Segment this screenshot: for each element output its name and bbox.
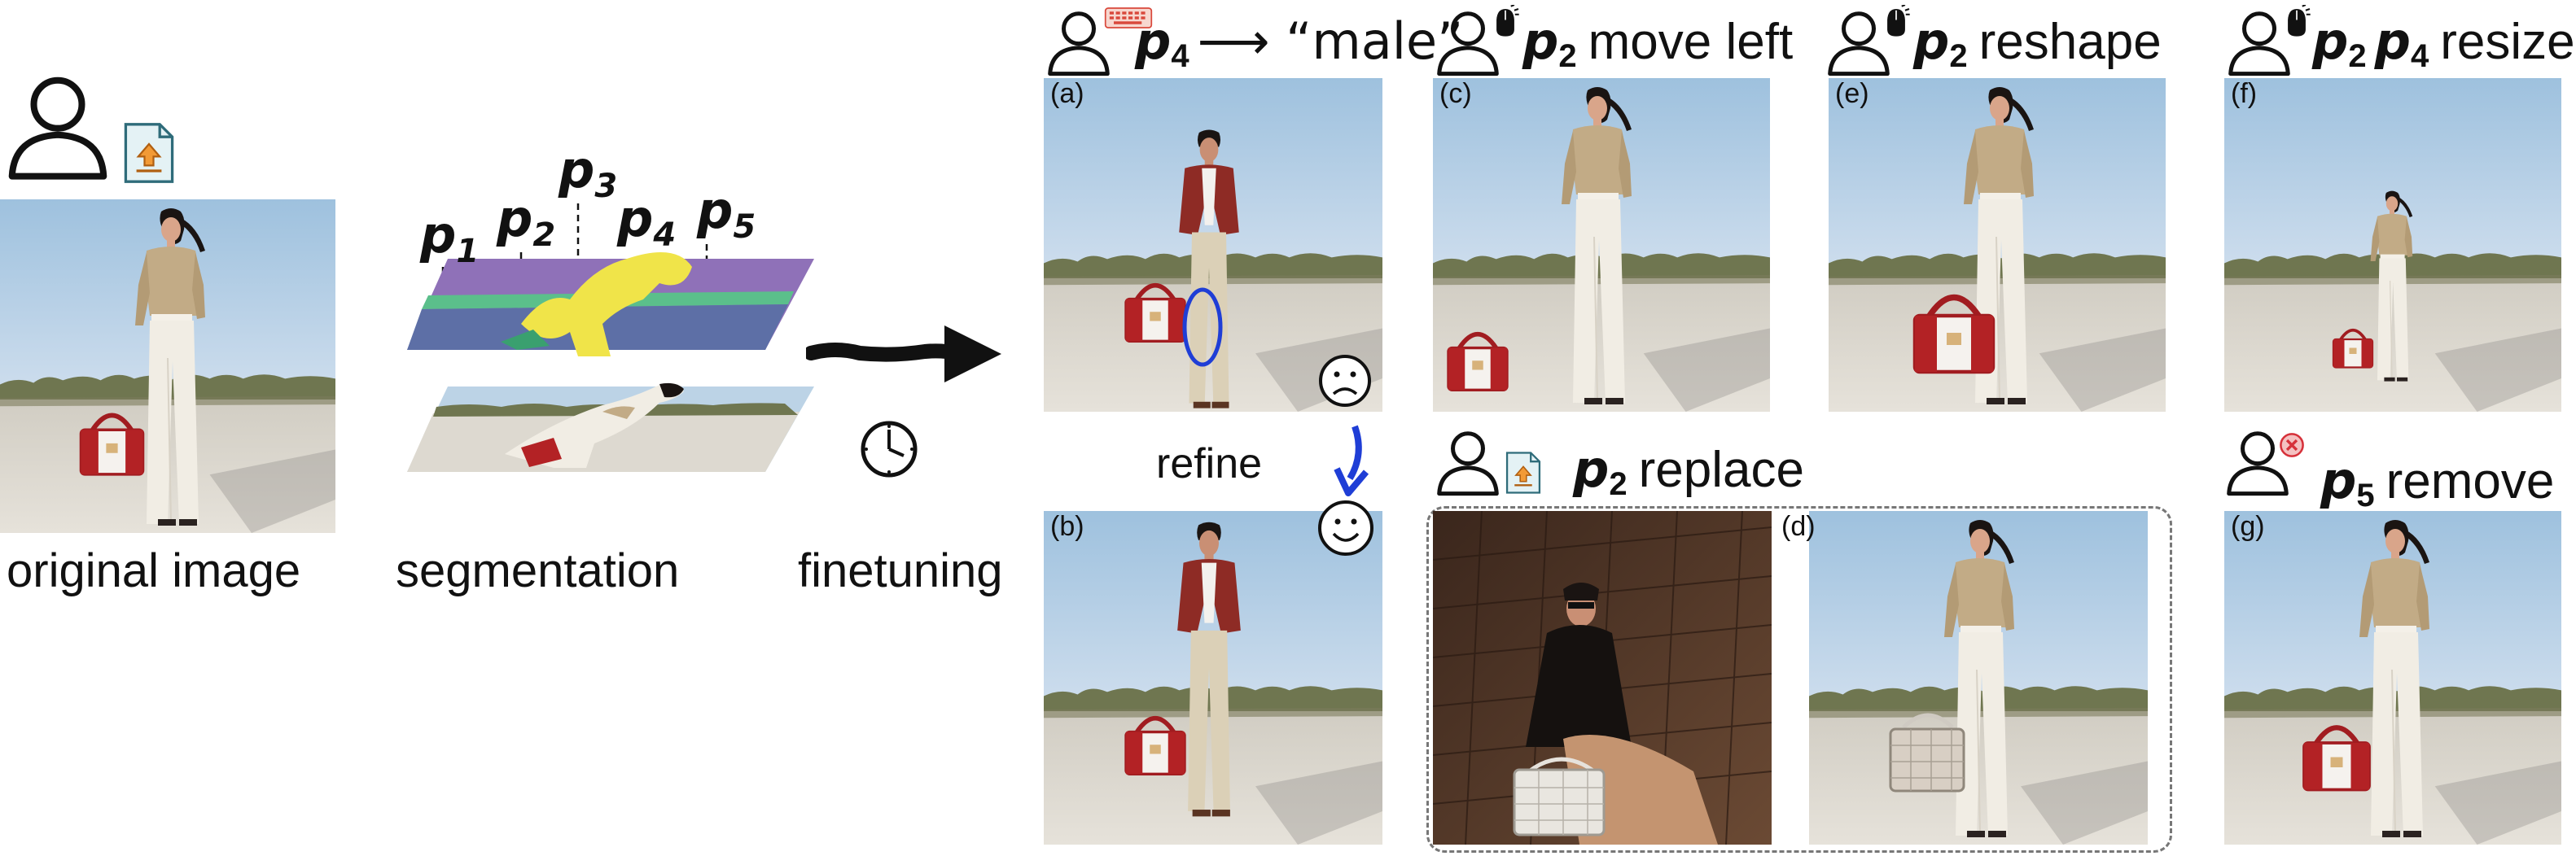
panel-a-label: (a) [1050,78,1084,109]
finetuning-arrow [806,325,1001,382]
original-image [0,199,335,533]
panel-g-image [2224,511,2561,845]
segmentation-diagram [407,203,814,472]
panel-f-image [2224,78,2561,412]
caption-finetuning: finetuning [798,544,1003,597]
clock-icon [861,421,918,478]
point-label-p2: p2 [497,189,556,254]
panel-b-label: (b) [1050,511,1084,542]
delete-icon [2278,431,2306,459]
panel-b-image [1044,511,1382,845]
reference-bag-image [1433,511,1772,845]
panel-d-image [1809,511,2148,845]
mouse-icon [2283,5,2311,39]
user-icon [3,65,112,187]
upload-file-icon [1505,449,1542,496]
caption-original-image: original image [7,544,301,597]
replace-group-box [1426,506,2172,853]
mouse-icon [1882,5,1910,39]
panel-d-label: (d) [1781,511,1816,542]
point-label-p5: p5 [697,181,756,246]
panel-e-image [1829,78,2166,412]
point-label-p1: p1 [420,205,480,270]
mouse-icon [1492,5,1519,39]
upload-file-icon [122,118,176,188]
caption-segmentation: segmentation [396,544,680,597]
point-label-p3: p3 [559,140,618,205]
refine-arrow [1334,425,1369,496]
sad-face-icon [1319,355,1371,407]
panel-f-label: (f) [2231,78,2258,109]
panel-c-label: (c) [1439,78,1472,109]
user-icon [1433,428,1503,496]
panel-c-image [1433,78,1770,412]
smiley-face-icon [1318,500,1373,556]
refine-label: refine [1156,440,1263,487]
point-label-p4: p4 [617,189,677,254]
panel-g-label: (g) [2231,511,2265,542]
panel-a-image [1044,78,1382,412]
panel-e-label: (e) [1835,78,1869,109]
